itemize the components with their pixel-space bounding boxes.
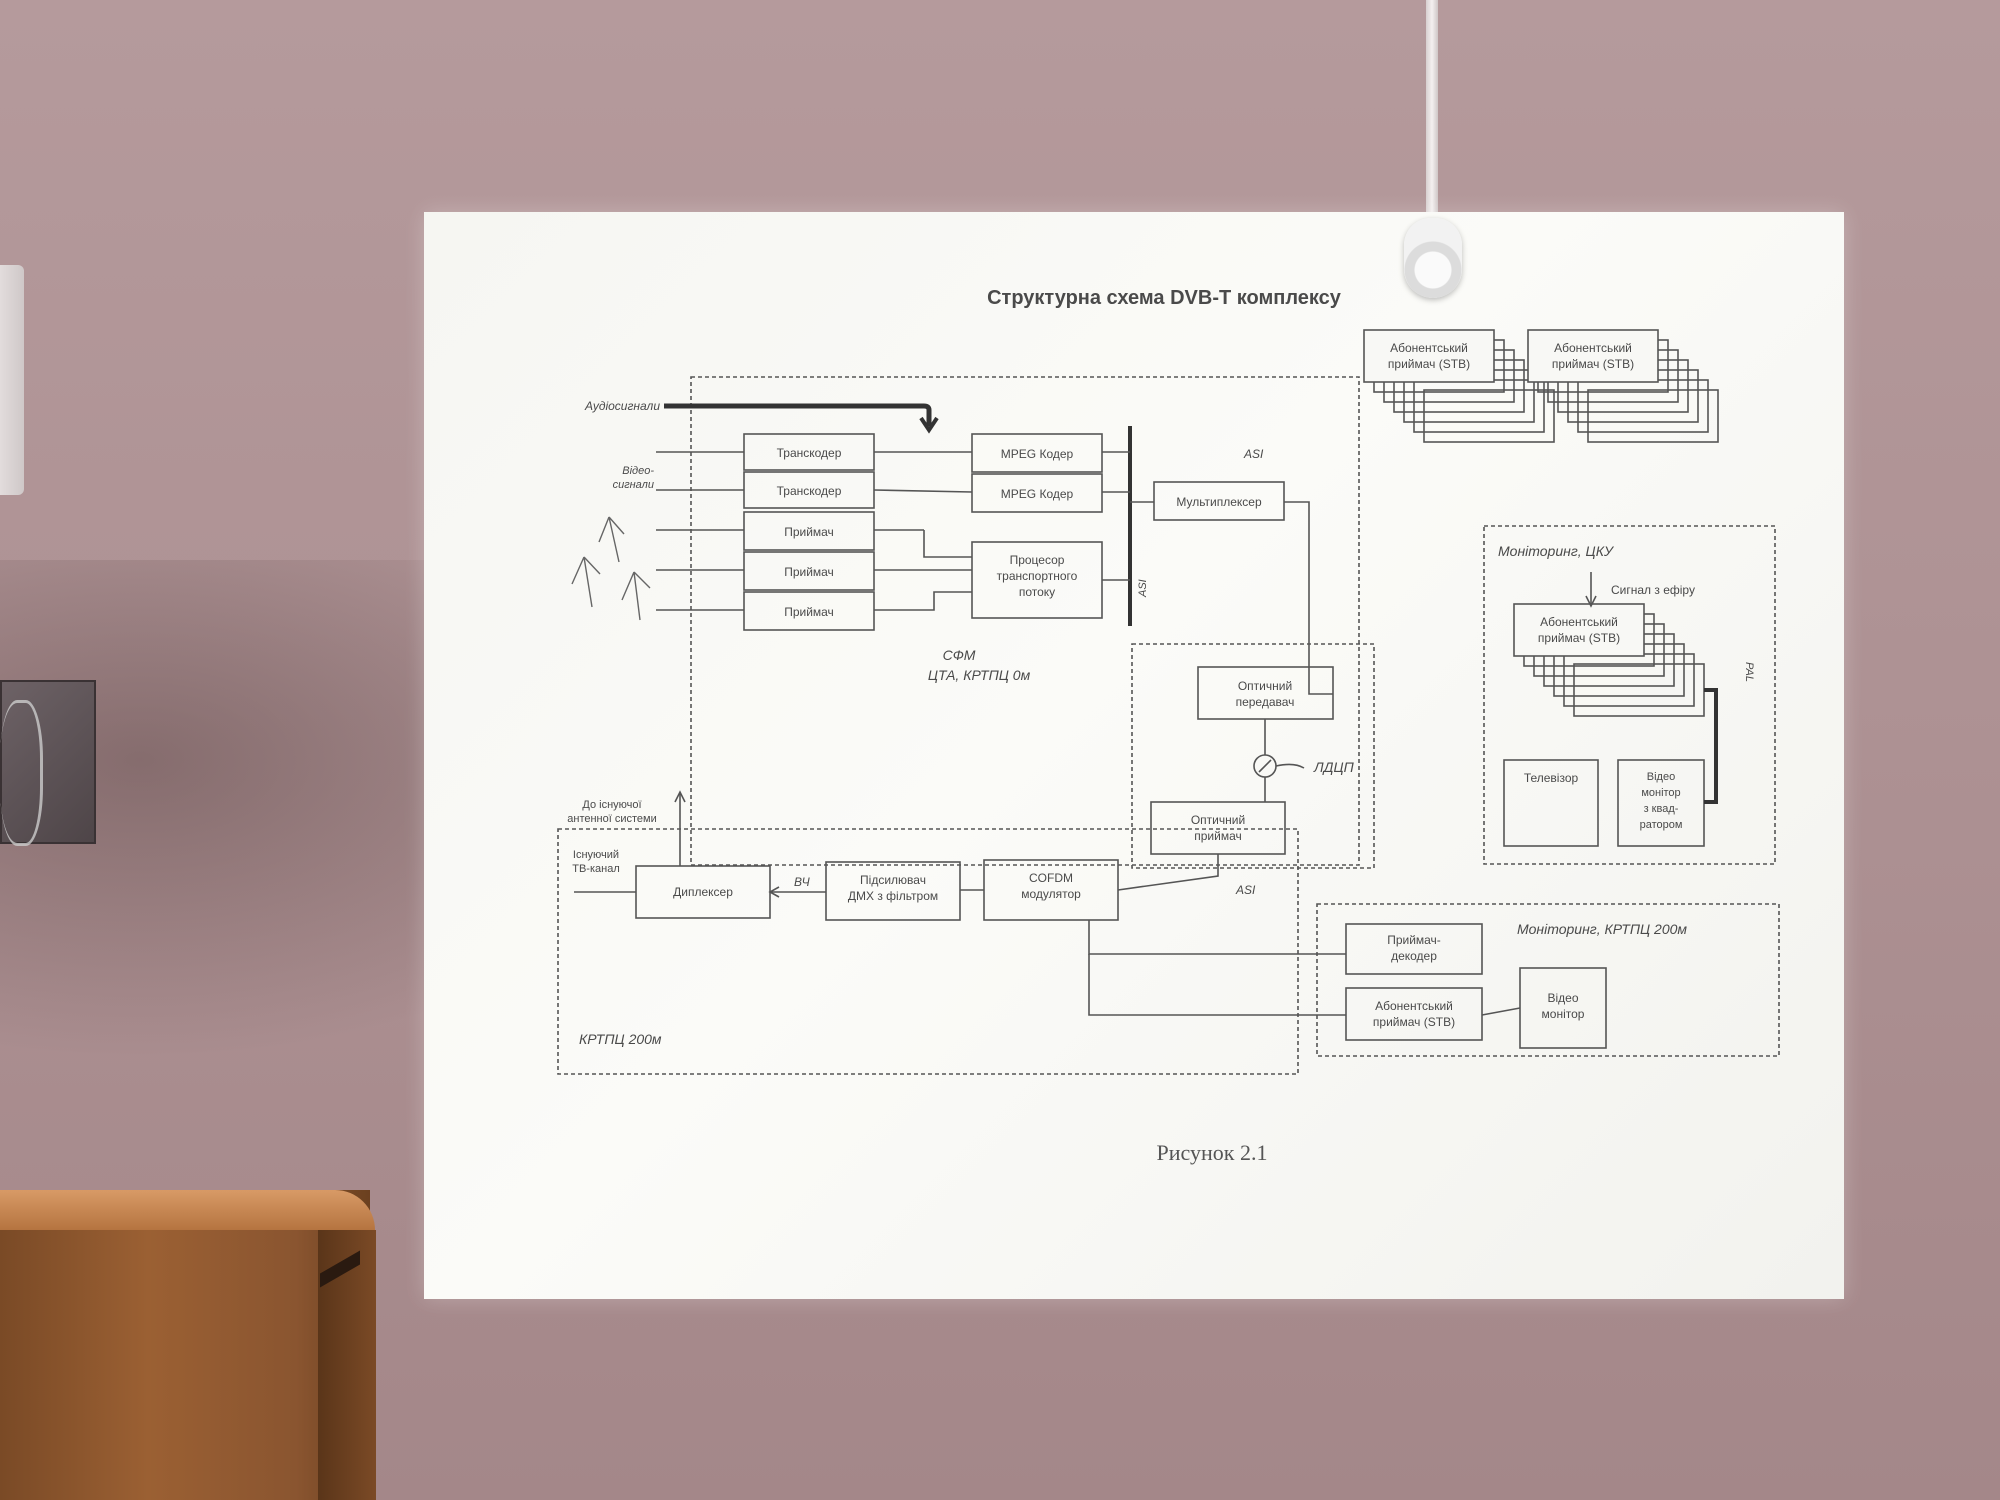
block-rx-decoder (1345, 923, 1483, 975)
region-ldcp (1131, 643, 1375, 869)
pal-label: PAL (1743, 662, 1755, 682)
video-monitor-bottom-line-2: монітор (1542, 1007, 1585, 1021)
block-stb-bottom (1345, 987, 1483, 1041)
diplexer-label: Диплексер (673, 885, 733, 899)
ldcp-label: ЛДЦП (1313, 759, 1355, 775)
figure-caption: Рисунок 2.1 (1157, 1140, 1268, 1165)
podium (0, 1190, 370, 1500)
audio-label: Аудіосигнали (584, 399, 660, 413)
cofdm-line-2: модулятор (1021, 887, 1081, 901)
ceiling-pipe (1426, 0, 1438, 230)
optical-rx-line-1: Оптичний (1191, 813, 1245, 827)
mpeg-2-label: MPEG Кодер (1001, 487, 1074, 501)
block-mpeg-2 (971, 473, 1103, 513)
wall-device (0, 265, 24, 495)
signal-air-label: Сигнал з ефіру (1611, 583, 1695, 597)
existing-tv-line-2: ТВ-канал (572, 863, 620, 875)
ts-processor-line-3: потоку (1019, 585, 1055, 599)
ts-processor-line-1: Процесор (1010, 553, 1065, 567)
transcoder-1-label: Транскодер (777, 446, 842, 460)
cable (0, 700, 43, 846)
stb-cku-line-1: Абонентський (1540, 615, 1618, 629)
video-monitor-quad-line-3: з квад- (1644, 803, 1679, 815)
stb-top-right-line-1: Абонентський (1554, 341, 1632, 355)
stb-top-right-line-2: приймач (STB) (1552, 357, 1634, 371)
stb-bottom-line-1: Абонентський (1375, 999, 1453, 1013)
block-receiver-1 (743, 511, 875, 551)
transcoder-2-label: Транскодер (777, 484, 842, 498)
multiplexer-label: Мультиплексер (1176, 495, 1262, 509)
amplifier-line-2: ДМХ з фільтром (848, 889, 938, 903)
krtpc-label: КРТПЦ 200м (579, 1031, 662, 1047)
monitoring-krtpc-label: Моніторинг, КРТПЦ 200м (1517, 921, 1687, 937)
video-monitor-quad-line-2: монітор (1641, 787, 1680, 799)
video-label-2: сигнали (613, 479, 654, 491)
diagram-title: Структурна схема DVB-T комплексу (987, 287, 1342, 309)
block-mpeg-1 (971, 433, 1103, 473)
asi-top-label: ASI (1243, 447, 1264, 461)
stb-top-left-line-1: Абонентський (1390, 341, 1468, 355)
block-stb-cku (1513, 603, 1645, 657)
vch-label: ВЧ (794, 875, 811, 889)
ts-processor-line-2: транспортного (997, 569, 1078, 583)
cofdm-line-1: COFDM (1029, 871, 1073, 885)
rx-decoder-line-1: Приймач- (1387, 933, 1441, 947)
amplifier-line-1: Підсилювач (860, 873, 926, 887)
region-sfm (690, 376, 1360, 866)
existing-tv-line-1: Існуючий (573, 849, 619, 861)
asi-vertical-label: ASI (1137, 579, 1149, 598)
video-monitor-bottom-line-1: Відео (1547, 991, 1578, 1005)
block-stb-top-left (1363, 329, 1495, 383)
ceiling-projector (1404, 218, 1462, 298)
projection-screen: Структурна схема DVB-T комплексу Аудіоси… (424, 212, 1844, 1299)
stb-cku-line-2: приймач (STB) (1538, 631, 1620, 645)
optical-tx-line-1: Оптичний (1238, 679, 1292, 693)
monitoring-cku-label: Моніторинг, ЦКУ (1498, 543, 1615, 559)
stb-top-left-line-2: приймач (STB) (1388, 357, 1470, 371)
optical-rx-line-2: приймач (1194, 829, 1242, 843)
region-krtpc (557, 828, 1299, 1075)
region-monitoring-krtpc (1316, 903, 1780, 1057)
block-receiver-2 (743, 551, 875, 591)
receiver-1-label: Приймач (784, 525, 834, 539)
to-antenna-line-2: антенної системи (567, 813, 657, 825)
block-diagram: Структурна схема DVB-T комплексу Аудіоси… (557, 287, 1780, 1165)
block-tv (1503, 759, 1599, 847)
video-monitor-quad-line-4: ратором (1640, 819, 1683, 831)
block-stb-top-right (1527, 329, 1659, 383)
block-receiver-3 (743, 591, 875, 631)
sfm-label: СФМ (943, 647, 976, 663)
tv-label: Телевізор (1524, 771, 1579, 785)
block-optical-tx (1197, 666, 1334, 720)
block-multiplexer (1153, 481, 1285, 521)
block-amplifier (825, 861, 961, 921)
block-optical-rx (1150, 801, 1286, 855)
stb-bottom-line-2: приймач (STB) (1373, 1015, 1455, 1029)
antenna-icons (571, 516, 651, 621)
mpeg-1-label: MPEG Кодер (1001, 447, 1074, 461)
asi-bottom-label: ASI (1235, 883, 1256, 897)
region-monitoring-cku (1483, 525, 1776, 865)
rx-decoder-line-2: декодер (1391, 949, 1437, 963)
to-antenna-line-1: До існуючої (582, 799, 641, 811)
optical-tx-line-2: передавач (1236, 695, 1295, 709)
podium-top (0, 1190, 375, 1230)
receiver-2-label: Приймач (784, 565, 834, 579)
cta-label: ЦТА, КРТПЦ 0м (928, 667, 1031, 683)
video-monitor-quad-line-1: Відео (1647, 771, 1675, 783)
receiver-3-label: Приймач (784, 605, 834, 619)
video-label-1: Відео- (622, 465, 654, 477)
